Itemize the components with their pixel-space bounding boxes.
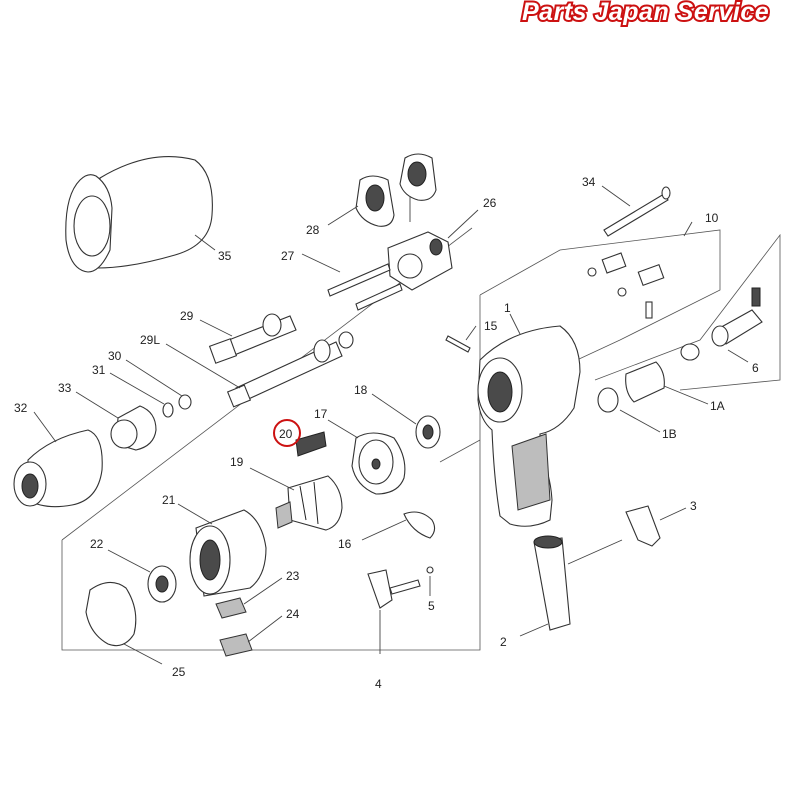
part-34-bolt <box>601 185 671 237</box>
label-24: 24 <box>286 607 300 621</box>
part-29L-long-anvil <box>165 331 354 408</box>
label-34: 34 <box>582 175 596 189</box>
label-31: 31 <box>92 363 106 377</box>
label-29L: 29L <box>140 333 160 347</box>
label-16: 16 <box>338 537 352 551</box>
label-10: 10 <box>705 211 719 225</box>
part-10-valve-set <box>587 221 693 319</box>
part-20-rotor-blade <box>295 431 327 457</box>
label-26: 26 <box>483 196 497 210</box>
label-23: 23 <box>286 569 300 583</box>
part-25-gasket <box>85 581 163 665</box>
part-18-bearing <box>371 393 441 449</box>
part-33-sleeve <box>75 391 157 451</box>
label-15: 15 <box>484 319 498 333</box>
part-2-inlet-bushing <box>519 535 623 637</box>
part-29-anvil <box>199 313 297 364</box>
part-19-rotor <box>249 467 343 531</box>
part-23-24-gaskets <box>215 577 283 657</box>
part-30-31-rings <box>109 359 192 418</box>
brand-watermark: Parts Japan Service <box>522 0 769 26</box>
label-1B: 1B <box>662 427 677 441</box>
label-32: 32 <box>14 401 28 415</box>
label-1: 1 <box>504 301 511 315</box>
part-28-hammer-rings <box>327 153 437 227</box>
part-27-pins <box>301 253 403 311</box>
part-1-housing <box>477 313 581 527</box>
label-33: 33 <box>58 381 72 395</box>
label-21: 21 <box>162 493 176 507</box>
label-5: 5 <box>428 599 435 613</box>
label-29: 29 <box>180 309 194 323</box>
label-28: 28 <box>306 223 320 237</box>
part-22-bearing <box>107 549 177 603</box>
part-5-pin <box>426 566 434 596</box>
part-21-cylinder <box>177 503 267 597</box>
part-17-rear-plate <box>327 419 406 495</box>
label-25: 25 <box>172 665 186 679</box>
part-35-boot <box>65 156 216 273</box>
label-27: 27 <box>281 249 295 263</box>
part-20-highlight-circle <box>273 419 301 447</box>
label-30: 30 <box>108 349 122 363</box>
part-32-cover <box>13 411 103 508</box>
part-26-hammer-cage <box>387 209 479 291</box>
label-4: 4 <box>375 677 382 691</box>
label-20: 20 <box>279 427 293 441</box>
label-35: 35 <box>218 249 232 263</box>
part-1B-o-ring <box>597 387 661 433</box>
part-16-clip <box>361 511 436 541</box>
label-22: 22 <box>90 537 104 551</box>
label-17: 17 <box>314 407 328 421</box>
label-1A: 1A <box>710 399 725 413</box>
label-6: 6 <box>752 361 759 375</box>
part-1A-bushing <box>625 361 709 405</box>
label-2: 2 <box>500 635 507 649</box>
part-3-clip <box>625 505 687 547</box>
part-6-reverse-valve <box>680 287 763 363</box>
part-4-trigger <box>367 569 421 654</box>
label-19: 19 <box>230 455 244 469</box>
label-3: 3 <box>690 499 697 513</box>
label-18: 18 <box>354 383 368 397</box>
part-15-pin <box>445 325 477 353</box>
